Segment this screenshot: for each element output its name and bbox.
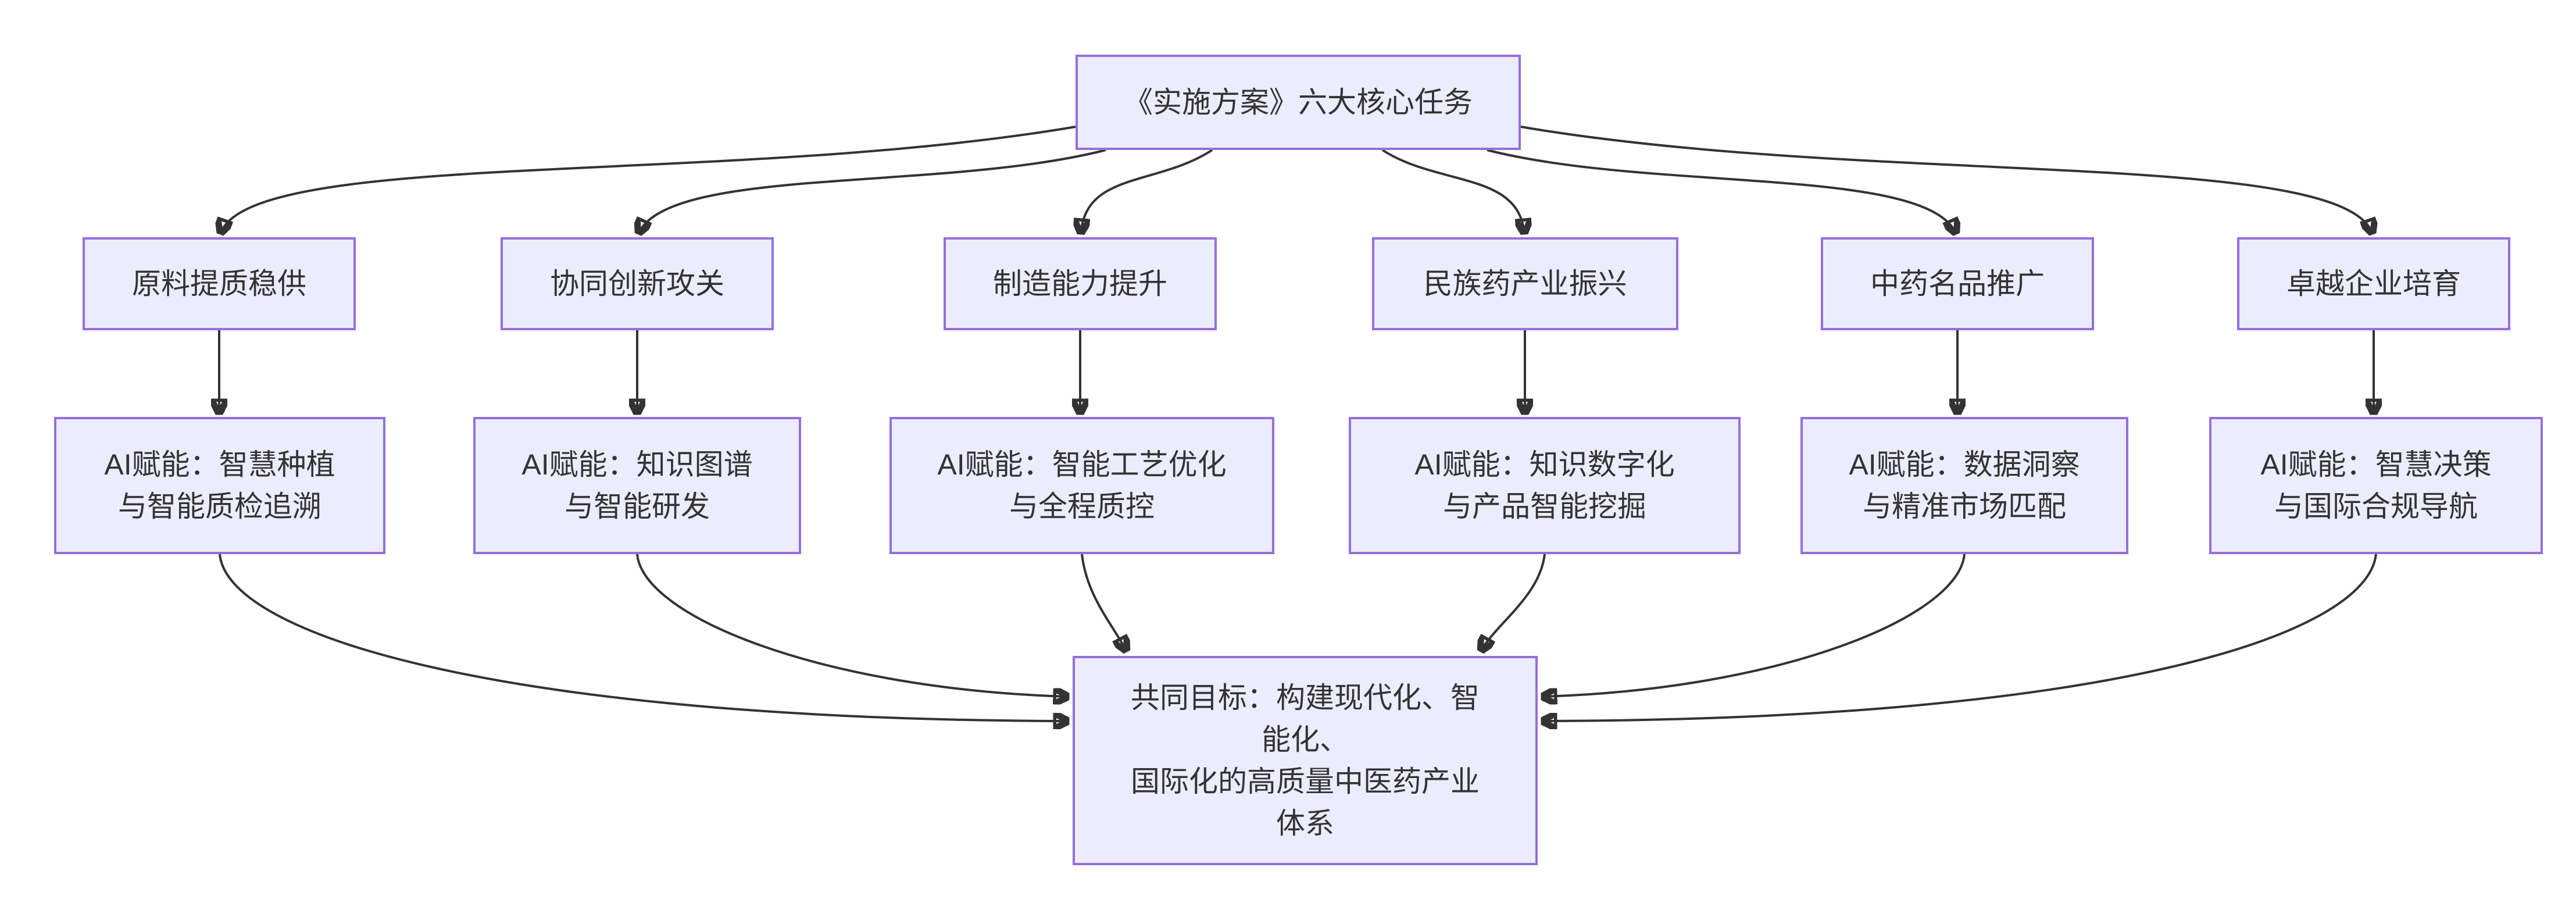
node-task-3-label: 制造能力提升	[993, 267, 1167, 300]
edge-ai1-to-goal	[219, 554, 1069, 721]
node-ai-2-label: AI赋能：知识图谱 与智能研发	[521, 448, 753, 523]
edge-ai3-to-goal	[1081, 554, 1127, 651]
node-task-5-label: 中药名品推广	[1870, 267, 2045, 300]
node-task-1-label: 原料提质稳供	[132, 267, 306, 300]
node-task-4: 民族药产业振兴	[1372, 237, 1678, 330]
node-goal: 共同目标：构建现代化、智 能化、 国际化的高质量中医药产业 体系	[1073, 656, 1538, 865]
node-task-2: 协同创新攻关	[501, 237, 774, 330]
node-task-1: 原料提质稳供	[83, 237, 356, 330]
edge-root-to-task3	[1081, 149, 1213, 234]
node-ai-2: AI赋能：知识图谱 与智能研发	[473, 417, 801, 554]
node-ai-5-label: AI赋能：数据洞察 与精准市场匹配	[1849, 448, 2080, 523]
node-ai-1-label: AI赋能：智慧种植 与智能质检追溯	[104, 448, 335, 523]
edge-ai6-to-goal	[1542, 554, 2377, 721]
node-root-label: 《实施方案》六大核心任务	[1124, 86, 1473, 119]
edge-root-to-task1	[220, 126, 1076, 234]
edge-ai4-to-goal	[1481, 554, 1546, 651]
node-task-6: 卓越企业培育	[2237, 237, 2510, 330]
node-task-2-label: 协同创新攻关	[550, 267, 724, 300]
node-goal-label: 共同目标：构建现代化、智 能化、 国际化的高质量中医药产业 体系	[1131, 681, 1480, 840]
node-task-5: 中药名品推广	[1821, 237, 2094, 330]
node-ai-6: AI赋能：智慧决策 与国际合规导航	[2209, 417, 2543, 554]
node-ai-3-label: AI赋能：智能工艺优化 与全程质控	[937, 448, 1227, 523]
edge-root-to-task2	[638, 149, 1106, 234]
node-ai-6-label: AI赋能：智慧决策 与国际合规导航	[2260, 448, 2492, 523]
node-ai-4-label: AI赋能：知识数字化 与产品智能挖掘	[1414, 448, 1675, 523]
node-ai-4: AI赋能：知识数字化 与产品智能挖掘	[1349, 417, 1741, 554]
node-ai-3: AI赋能：智能工艺优化 与全程质控	[889, 417, 1274, 554]
edge-ai2-to-goal	[636, 554, 1069, 697]
edge-root-to-task5	[1487, 149, 1956, 234]
node-ai-1: AI赋能：智慧种植 与智能质检追溯	[54, 417, 385, 554]
node-task-4-label: 民族药产业振兴	[1423, 267, 1627, 300]
edge-root-to-task4	[1381, 149, 1524, 234]
node-task-3: 制造能力提升	[944, 237, 1217, 330]
node-root: 《实施方案》六大核心任务	[1076, 55, 1521, 150]
edge-root-to-task6	[1520, 126, 2373, 234]
node-ai-5: AI赋能：数据洞察 与精准市场匹配	[1800, 417, 2128, 554]
node-task-6-label: 卓越企业培育	[2286, 267, 2461, 300]
edge-ai5-to-goal	[1542, 554, 1966, 697]
